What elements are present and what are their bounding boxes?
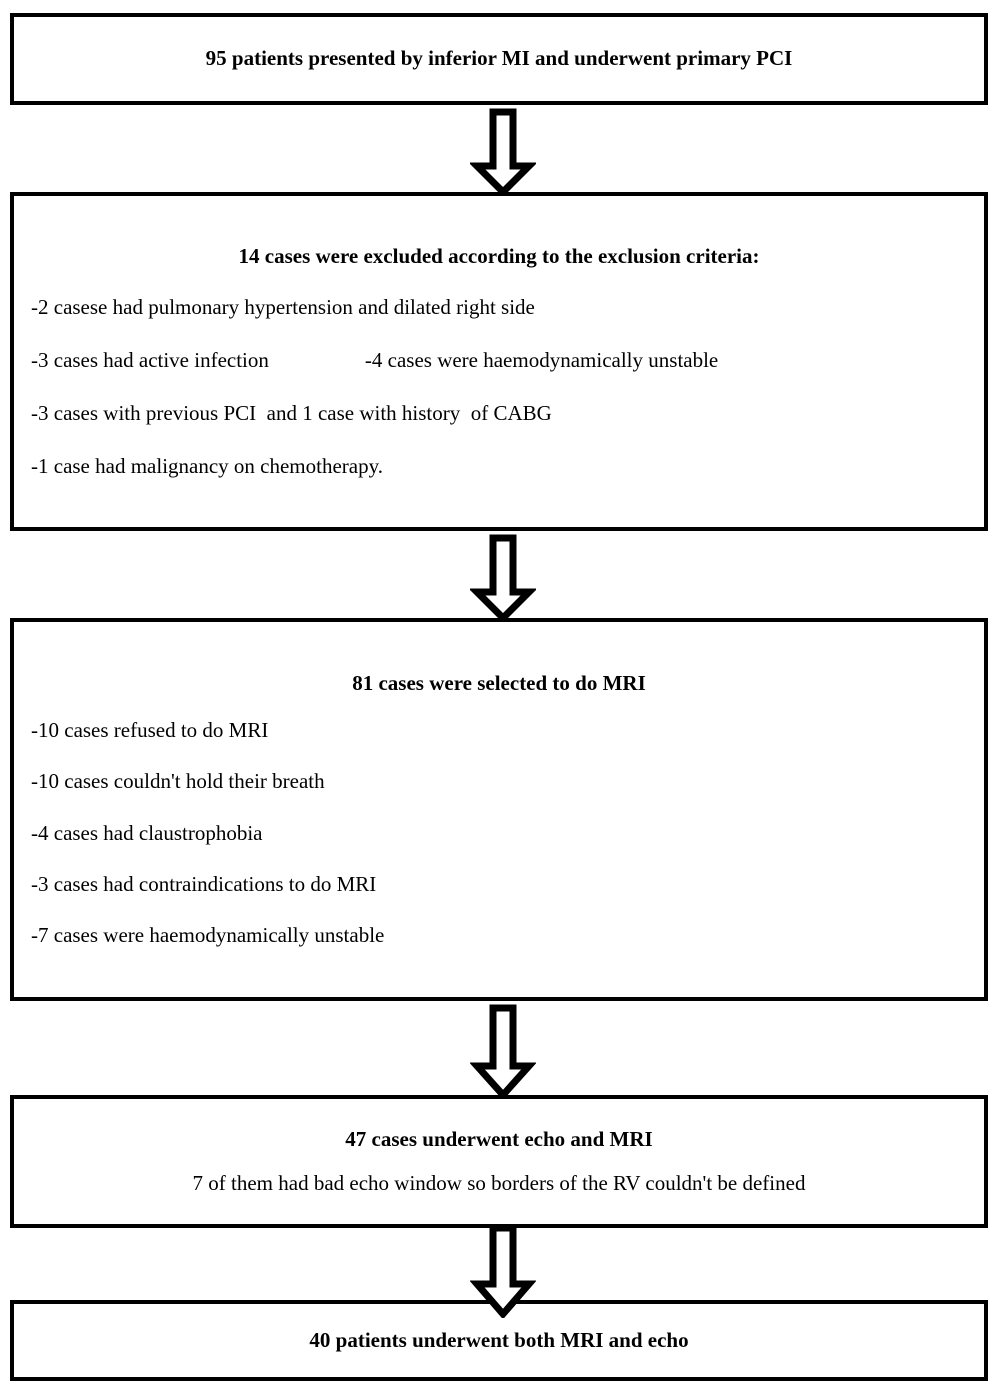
exclusion-criterion-1: -2 casese had pulmonary hypertension and… bbox=[31, 294, 535, 319]
flow-arrow-down-2 bbox=[470, 534, 536, 622]
exclusion-criterion-4: -3 cases with previous PCI and 1 case wi… bbox=[31, 401, 552, 426]
flow-node-echo-and-mri-title: 47 cases underwent echo and MRI bbox=[345, 1127, 653, 1152]
flow-node-excluded-content: 14 cases were excluded according to the … bbox=[14, 196, 984, 527]
exclusion-criterion-2: -3 cases had active infection bbox=[31, 347, 269, 372]
flow-node-excluded-title: 14 cases were excluded according to the … bbox=[238, 243, 760, 268]
mri-dropout-2: -10 cases couldn't hold their breath bbox=[31, 769, 325, 794]
flow-node-final-title: 40 patients underwent both MRI and echo bbox=[309, 1327, 689, 1352]
flow-node-enrolled-title: 95 patients presented by inferior MI and… bbox=[205, 46, 793, 71]
flow-node-selected-mri: 81 cases were selected to do MRI -10 cas… bbox=[10, 618, 988, 1001]
exclusion-criterion-row-2: -3 cases had active infection -4 cases we… bbox=[31, 348, 967, 373]
flow-node-final-content: 40 patients underwent both MRI and echo bbox=[14, 1304, 984, 1377]
flow-node-selected-mri-content: 81 cases were selected to do MRI -10 cas… bbox=[14, 622, 984, 997]
flow-node-echo-and-mri-content: 47 cases underwent echo and MRI 7 of the… bbox=[14, 1099, 984, 1224]
exclusion-criterion-5: -1 case had malignancy on chemotherapy. bbox=[31, 454, 383, 479]
mri-dropout-1: -10 cases refused to do MRI bbox=[31, 718, 269, 743]
flow-node-selected-mri-title: 81 cases were selected to do MRI bbox=[352, 670, 646, 695]
flow-node-enrolled-content: 95 patients presented by inferior MI and… bbox=[14, 17, 984, 101]
flow-node-enrolled: 95 patients presented by inferior MI and… bbox=[10, 13, 988, 105]
flow-arrow-down-4 bbox=[470, 1228, 536, 1318]
flow-node-echo-and-mri: 47 cases underwent echo and MRI 7 of the… bbox=[10, 1095, 988, 1228]
flow-node-echo-and-mri-subtitle: 7 of them had bad echo window so borders… bbox=[192, 1170, 806, 1195]
mri-dropout-3: -4 cases had claustrophobia bbox=[31, 820, 263, 845]
mri-dropout-5: -7 cases were haemodynamically unstable bbox=[31, 922, 385, 947]
flow-node-excluded: 14 cases were excluded according to the … bbox=[10, 192, 988, 531]
exclusion-criterion-3: -4 cases were haemodynamically unstable bbox=[364, 347, 719, 372]
flow-arrow-down-1 bbox=[470, 108, 536, 196]
mri-dropout-4: -3 cases had contraindications to do MRI bbox=[31, 871, 377, 896]
flow-arrow-down-3 bbox=[470, 1004, 536, 1099]
